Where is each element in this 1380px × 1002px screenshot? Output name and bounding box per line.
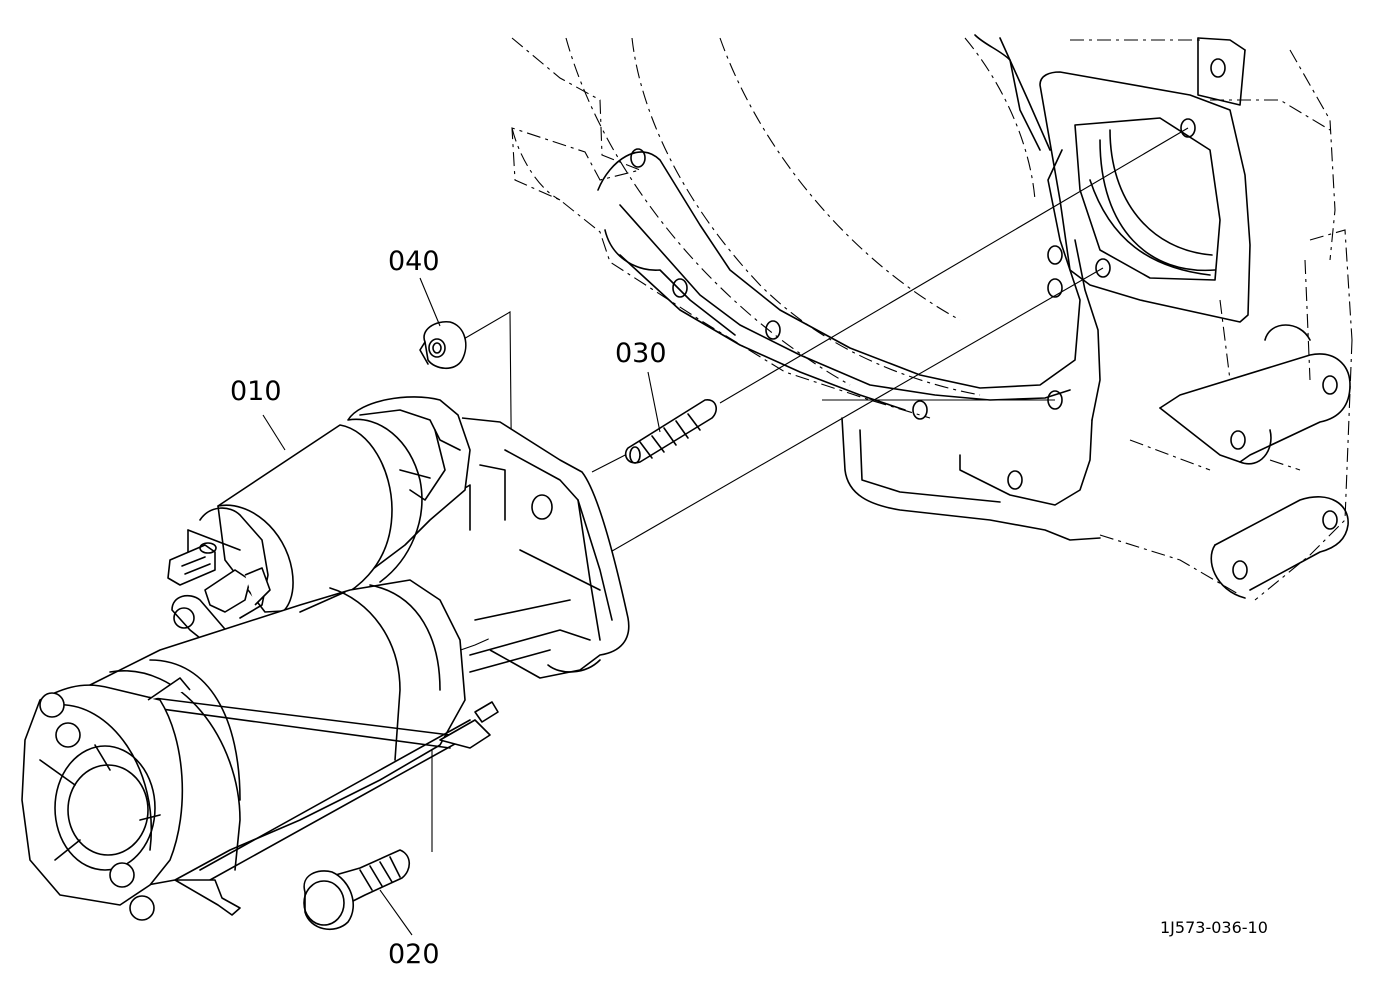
callout-040: 040 — [388, 246, 440, 277]
callout-020: 020 — [388, 939, 440, 970]
starter-motor — [21, 396, 630, 921]
callout-leaders — [262, 277, 661, 936]
bolt — [303, 849, 411, 931]
callout-030: 030 — [615, 338, 667, 369]
end-cover-bosses — [39, 692, 155, 921]
drawing-reference-code: 1J573-036-10 — [1160, 918, 1268, 937]
nut — [419, 320, 467, 370]
callout-010: 010 — [230, 376, 282, 407]
flywheel-housing — [511, 34, 1353, 601]
stud — [624, 399, 717, 464]
